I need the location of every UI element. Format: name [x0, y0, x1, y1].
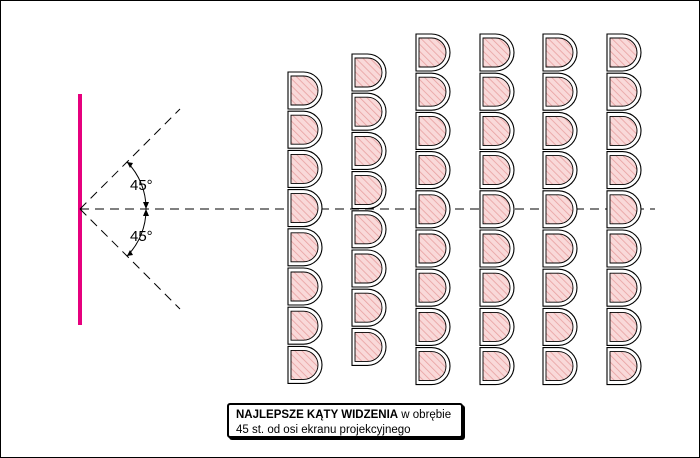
seat: [606, 229, 642, 268]
seat: [479, 33, 515, 72]
angle-label-upper: 45°: [130, 177, 153, 194]
seat: [542, 307, 578, 346]
seat: [542, 347, 578, 386]
view-limit-lower: [79, 208, 181, 310]
seat: [542, 33, 578, 72]
seat: [479, 72, 515, 111]
seat: [415, 190, 451, 229]
seat: [415, 151, 451, 190]
caption-line-1-rest: w obrębie: [398, 409, 452, 421]
seat: [479, 229, 515, 268]
seat: [415, 111, 451, 150]
seat: [542, 72, 578, 111]
arrowhead-upper-start: [127, 162, 133, 168]
arrowhead-upper-end: [143, 202, 149, 209]
seat: [479, 111, 515, 150]
seat: [415, 72, 451, 111]
seat: [479, 347, 515, 386]
seat: [351, 210, 387, 249]
seat: [415, 307, 451, 346]
seat: [287, 345, 323, 384]
seat: [606, 347, 642, 386]
seat: [606, 268, 642, 307]
angle-label-lower: 45°: [130, 228, 153, 245]
seat: [415, 347, 451, 386]
seat: [479, 268, 515, 307]
seat: [542, 229, 578, 268]
seat: [606, 33, 642, 72]
seat: [479, 190, 515, 229]
seat: [415, 268, 451, 307]
seat: [351, 92, 387, 131]
seat: [287, 71, 323, 110]
seat: [479, 151, 515, 190]
seat: [606, 111, 642, 150]
seat: [351, 171, 387, 210]
seat: [606, 72, 642, 111]
arrowhead-lower-start: [143, 209, 149, 216]
seat: [287, 267, 323, 306]
seat: [287, 306, 323, 345]
seat: [542, 151, 578, 190]
seat: [606, 307, 642, 346]
caption-title: NAJLEPSZE KĄTY WIDZENIA: [236, 409, 399, 421]
seat: [415, 33, 451, 72]
seat: [479, 307, 515, 346]
seat: [542, 268, 578, 307]
caption-box: NAJLEPSZE KĄTY WIDZENIA w obrębie 45 st.…: [227, 403, 463, 438]
seat: [542, 190, 578, 229]
arrowhead-lower-end: [127, 250, 133, 256]
seat: [351, 327, 387, 366]
seat: [606, 151, 642, 190]
caption-line-2: 45 st. od osi ekranu projekcyjnego: [236, 424, 411, 436]
seat: [287, 149, 323, 188]
seat: [542, 111, 578, 150]
seat: [287, 110, 323, 149]
seating-area: [287, 33, 642, 386]
seat: [415, 229, 451, 268]
seat: [351, 53, 387, 92]
caption-line-1: NAJLEPSZE KĄTY WIDZENIA w obrębie: [236, 408, 461, 423]
seat: [287, 228, 323, 267]
seat: [606, 190, 642, 229]
seat: [351, 131, 387, 170]
view-limit-upper: [79, 108, 181, 210]
seat: [351, 288, 387, 327]
seat: [351, 249, 387, 288]
seat: [287, 189, 323, 228]
